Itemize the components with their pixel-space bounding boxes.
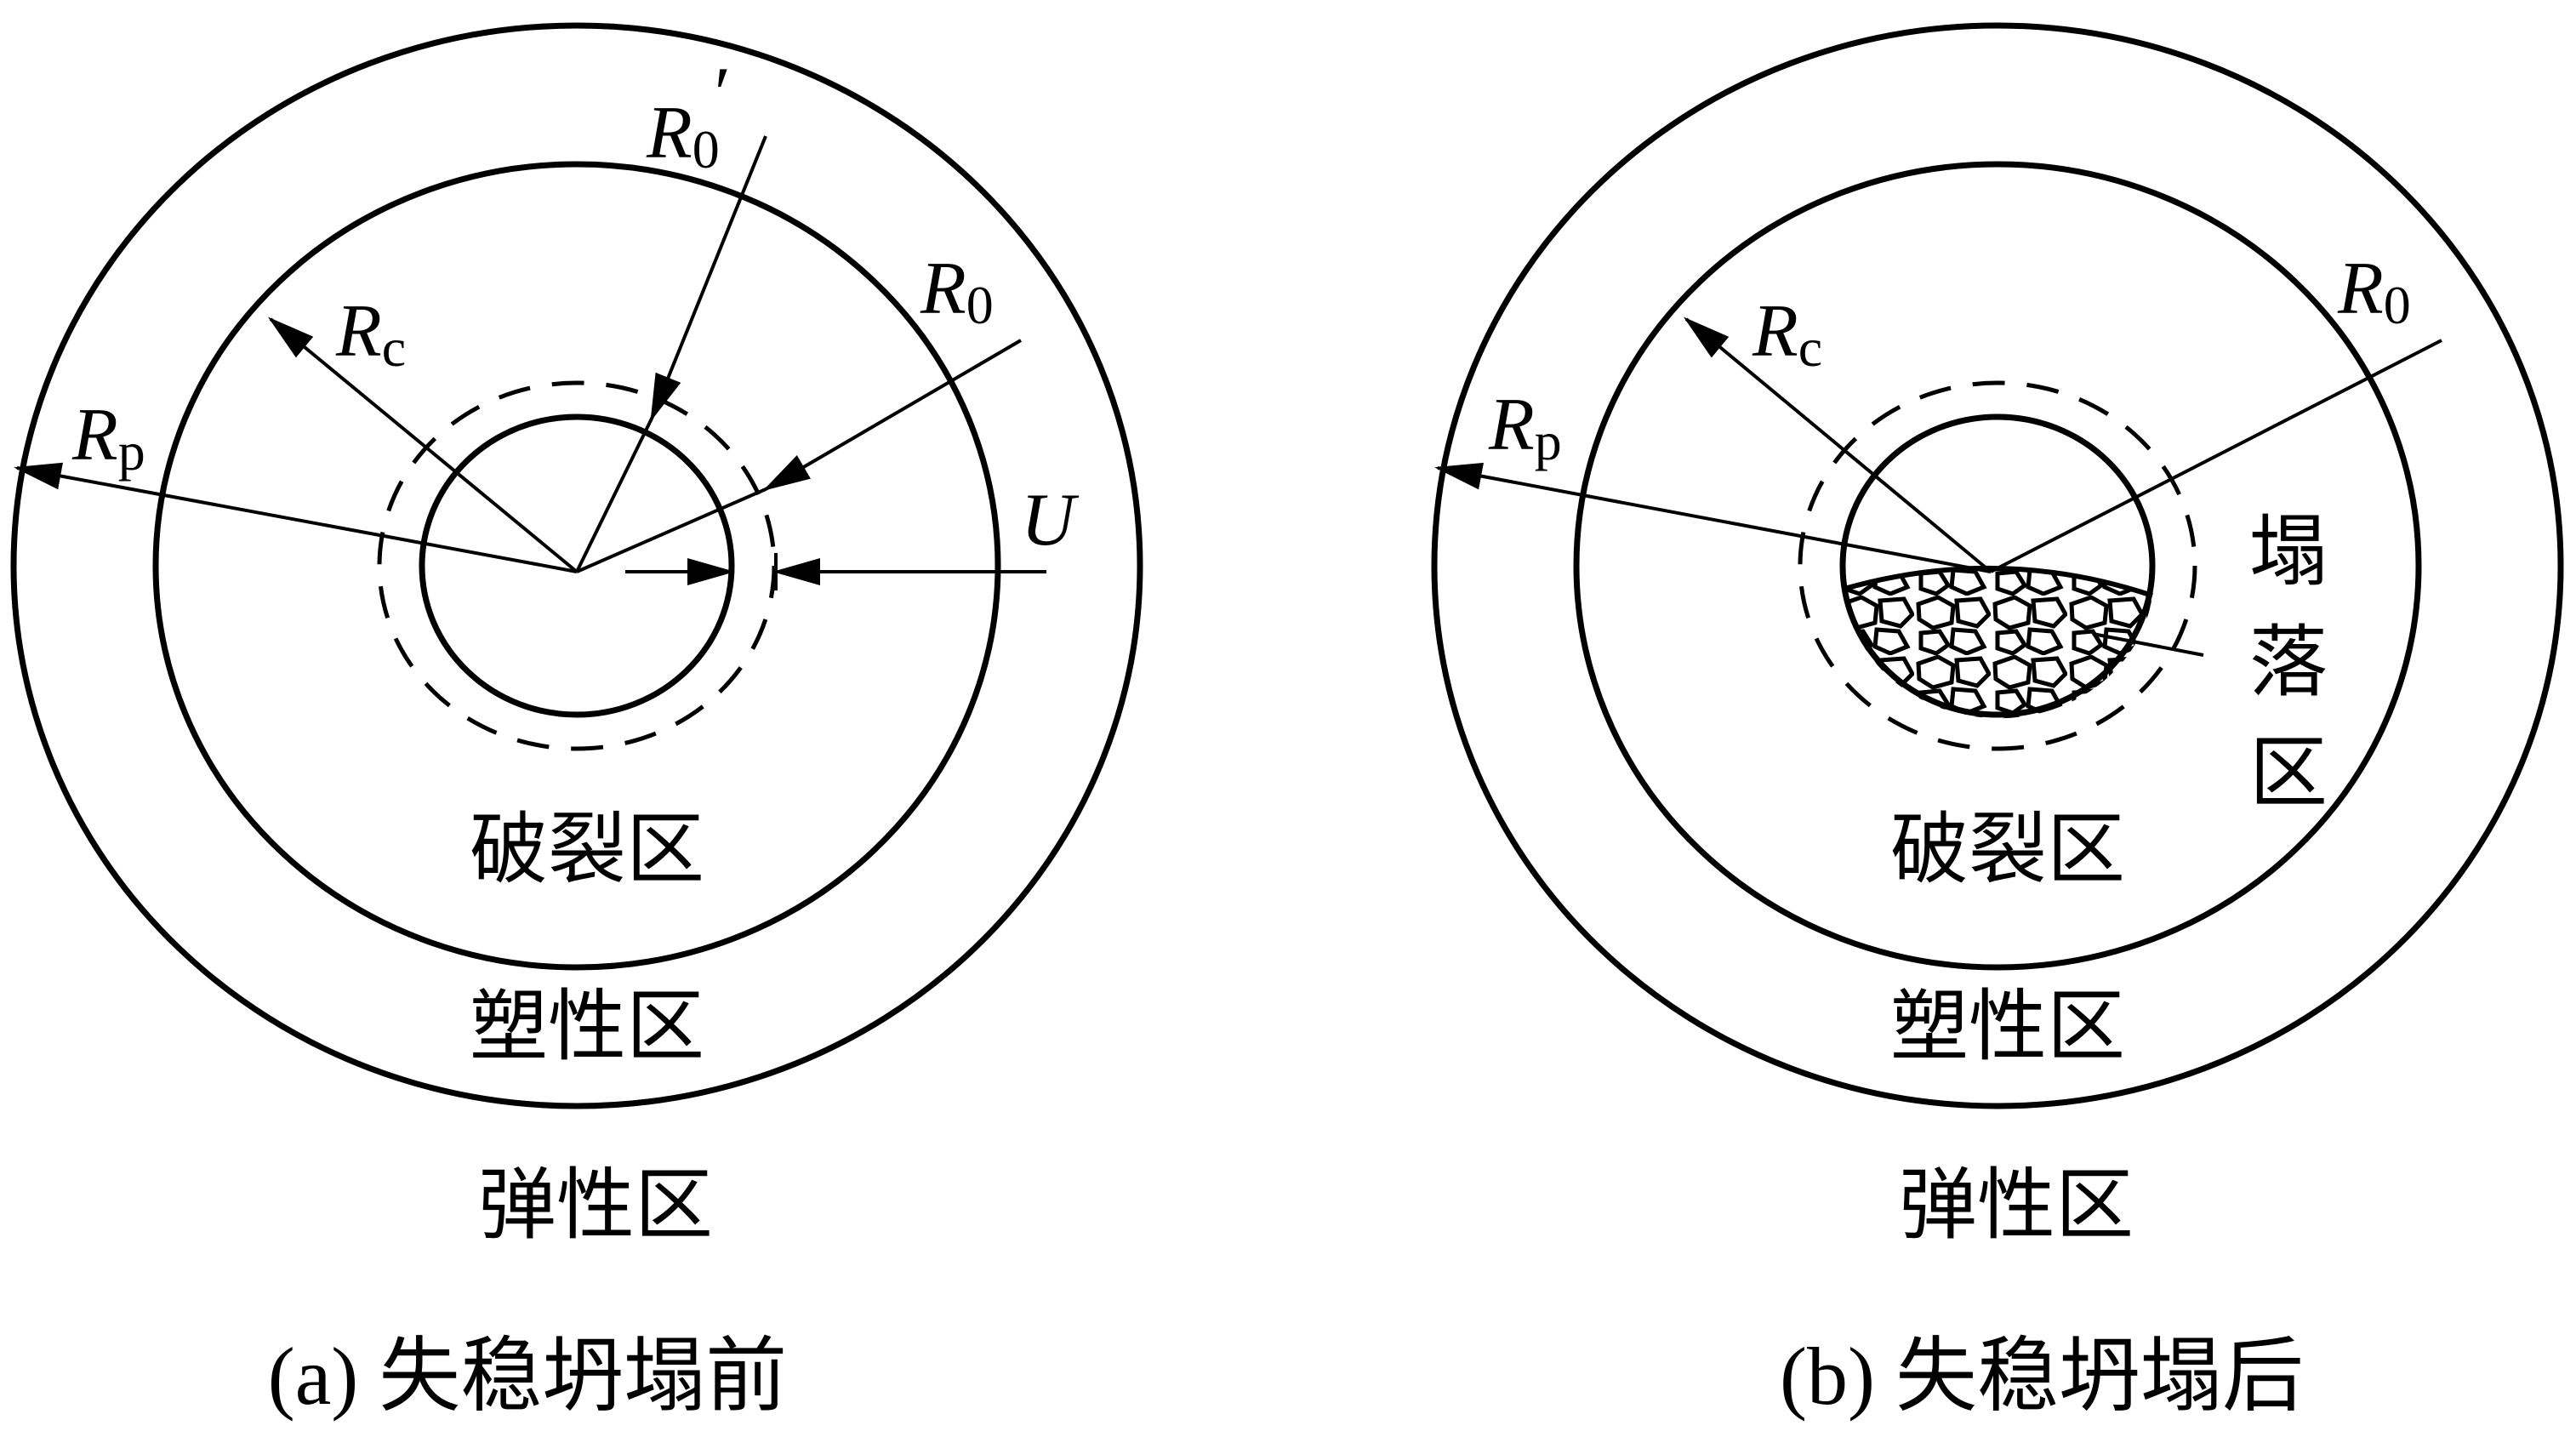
plastic-boundary-circle xyxy=(152,161,1001,971)
r0-radius-line xyxy=(1990,339,2442,573)
original-opening-dashed-circle xyxy=(1798,380,2197,751)
rp-radius-line xyxy=(14,462,578,573)
rc-label: Rc xyxy=(1752,290,1822,378)
r0-prime-center-line xyxy=(575,418,653,573)
panel-a: Rp Rc R0′ R0 U 破裂区 塑性区 弹性区 (a) 失稳坍塌前 xyxy=(10,22,1143,1422)
caption-a: (a) 失稳坍塌前 xyxy=(268,1331,788,1422)
rp-label: Rp xyxy=(71,394,145,482)
r0-center-line xyxy=(576,488,767,573)
r0-label: R0 xyxy=(2337,248,2411,335)
elastic-zone-label: 弹性区 xyxy=(1899,1162,2134,1249)
plastic-zone-label: 塑性区 xyxy=(1890,984,2125,1070)
caption-b: (b) 失稳坍塌后 xyxy=(1780,1331,2304,1422)
elastic-zone-label: 弹性区 xyxy=(478,1162,713,1249)
fracture-zone-label: 破裂区 xyxy=(470,807,704,893)
u-label: U xyxy=(1021,479,1080,562)
panel-b: Rp Rc R0 塌 落 区 破裂区 塑性区 弹性区 (b) 失稳坍塌后 xyxy=(1431,22,2564,1422)
elastic-boundary-circle xyxy=(1431,22,2564,1109)
rp-radius-line xyxy=(1434,462,1992,573)
rc-radius-line xyxy=(267,316,578,573)
collapse-leader-line xyxy=(2092,632,2204,657)
r0-radius-line xyxy=(762,339,1023,492)
elastic-boundary-circle xyxy=(10,22,1143,1109)
plastic-zone-label: 塑性区 xyxy=(470,984,704,1070)
r0-prime-label: R0′ xyxy=(646,53,731,180)
collapse-zone-label-3: 区 xyxy=(2249,730,2328,817)
collapse-zone-label-2: 落 xyxy=(2249,619,2328,706)
r0-label: R0 xyxy=(920,248,994,335)
r0-prime-radius-line xyxy=(650,135,767,422)
plastic-boundary-circle xyxy=(1573,161,2422,971)
fracture-zone-label: 破裂区 xyxy=(1890,807,2125,893)
original-opening-dashed-circle xyxy=(377,380,777,751)
rp-label: Rp xyxy=(1488,384,1562,471)
collapse-rubble xyxy=(1844,565,2153,719)
rc-radius-line xyxy=(1683,316,1992,573)
collapse-zone-label-1: 塌 xyxy=(2249,509,2328,596)
opening-circle xyxy=(419,413,735,718)
rc-label: Rc xyxy=(335,290,406,378)
